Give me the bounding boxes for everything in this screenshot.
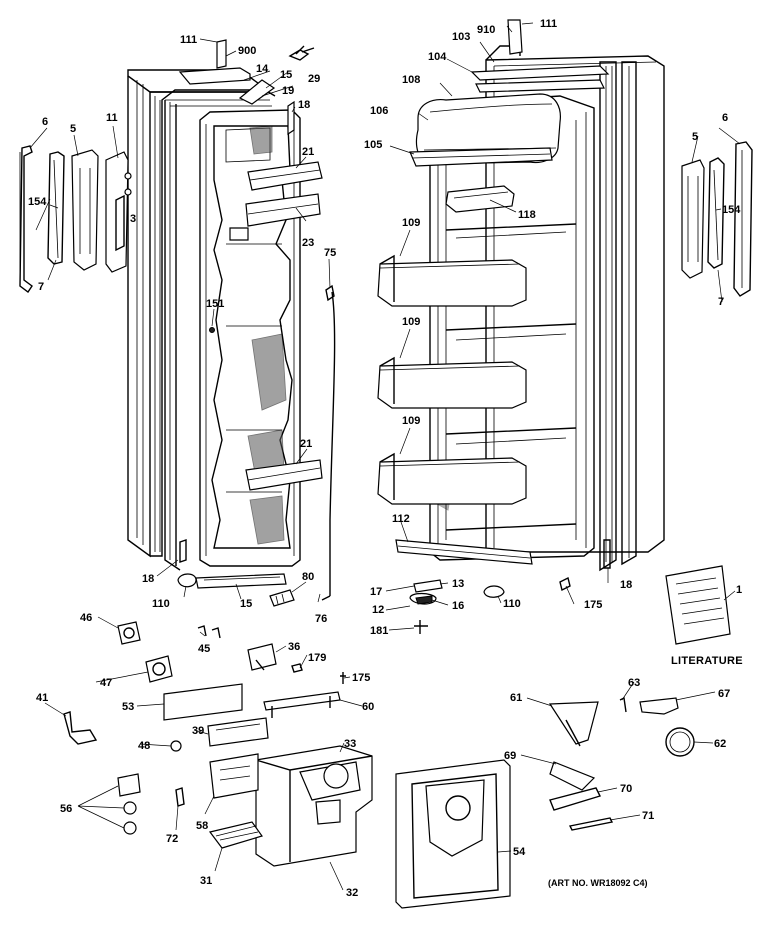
- label-18-left: 18: [142, 573, 154, 585]
- label-41: 41: [36, 692, 48, 704]
- label-46: 46: [80, 612, 92, 624]
- label-3: 3: [130, 213, 136, 225]
- label-71: 71: [642, 810, 654, 822]
- part-labels: 111 900 29 14 15 19 18 6 5 11 154 3 7 21…: [28, 18, 743, 899]
- label-54: 54: [513, 846, 526, 858]
- label-47: 47: [100, 677, 112, 689]
- freezer-shelves: [245, 161, 323, 491]
- right-handles: [681, 141, 753, 297]
- literature-label: LITERATURE: [671, 655, 743, 667]
- label-103: 103: [452, 31, 470, 43]
- label-56: 56: [60, 803, 72, 815]
- label-900: 900: [238, 45, 256, 57]
- label-111: 111: [180, 34, 197, 46]
- label-33: 33: [344, 738, 356, 750]
- label-18: 18: [298, 99, 310, 111]
- label-60: 60: [362, 701, 374, 713]
- label-6-right: 6: [722, 112, 728, 124]
- label-110-right: 110: [503, 598, 521, 610]
- label-175: 175: [584, 599, 602, 611]
- label-5-right: 5: [692, 131, 698, 143]
- dispenser-components: [63, 621, 695, 909]
- label-67: 67: [718, 688, 730, 700]
- freezer-liner: [199, 109, 301, 567]
- label-62: 62: [714, 738, 726, 750]
- label-16: 16: [452, 600, 464, 612]
- label-109-mid: 109: [402, 316, 420, 328]
- label-31: 31: [200, 875, 212, 887]
- label-63: 63: [628, 677, 640, 689]
- dairy-compartment: [409, 93, 561, 167]
- label-7-right: 7: [718, 296, 724, 308]
- fresh-food-door: [470, 19, 665, 572]
- label-151: 151: [206, 298, 224, 310]
- label-36: 36: [288, 641, 300, 653]
- freezer-door: [127, 67, 276, 571]
- label-1: 1: [736, 584, 742, 596]
- label-14: 14: [256, 63, 269, 75]
- label-105: 105: [364, 139, 382, 151]
- right-hinge-parts: [409, 539, 611, 634]
- left-handles: [19, 145, 132, 294]
- label-53: 53: [122, 701, 134, 713]
- label-118: 118: [518, 209, 536, 221]
- label-72: 72: [166, 833, 178, 845]
- label-109-bottom: 109: [402, 415, 420, 427]
- leader-lines: [29, 22, 741, 891]
- literature-booklet: [665, 565, 731, 645]
- label-154: 154: [28, 196, 47, 208]
- label-104: 104: [428, 51, 447, 63]
- label-7: 7: [38, 281, 44, 293]
- label-39: 39: [192, 725, 204, 737]
- label-21: 21: [302, 146, 314, 158]
- label-48: 48: [138, 740, 150, 752]
- label-5: 5: [70, 123, 76, 135]
- label-75: 75: [324, 247, 336, 259]
- bottom-trim: [395, 539, 533, 565]
- label-13: 13: [452, 578, 464, 590]
- label-69: 69: [504, 750, 516, 762]
- label-154-right: 154: [722, 204, 741, 216]
- label-29: 29: [308, 73, 320, 85]
- label-21-lower: 21: [300, 438, 312, 450]
- label-175-lower: 175: [352, 672, 370, 684]
- label-17: 17: [370, 586, 382, 598]
- label-112: 112: [392, 513, 410, 525]
- label-111-right: 111: [540, 18, 557, 30]
- label-109-top: 109: [402, 217, 420, 229]
- label-15-lower: 15: [240, 598, 252, 610]
- label-18-right: 18: [620, 579, 632, 591]
- label-6: 6: [42, 116, 48, 128]
- label-11: 11: [106, 112, 118, 124]
- label-58: 58: [196, 820, 208, 832]
- label-179: 179: [308, 652, 326, 664]
- label-23: 23: [302, 237, 314, 249]
- top-left-small-parts: [177, 39, 336, 607]
- label-80: 80: [302, 571, 314, 583]
- label-108: 108: [402, 74, 420, 86]
- label-19: 19: [282, 85, 294, 97]
- door-bins: [377, 254, 527, 505]
- label-181: 181: [370, 625, 388, 637]
- label-15: 15: [280, 69, 292, 81]
- label-45: 45: [198, 643, 210, 655]
- label-110: 110: [152, 598, 170, 610]
- label-12: 12: [372, 604, 384, 616]
- label-61: 61: [510, 692, 522, 704]
- label-106: 106: [370, 105, 388, 117]
- art-number: (ART NO. WR18092 C4): [548, 878, 648, 888]
- label-70: 70: [620, 783, 632, 795]
- label-32: 32: [346, 887, 358, 899]
- label-910: 910: [477, 24, 495, 36]
- egg-tray: [445, 185, 515, 213]
- label-76: 76: [315, 613, 327, 625]
